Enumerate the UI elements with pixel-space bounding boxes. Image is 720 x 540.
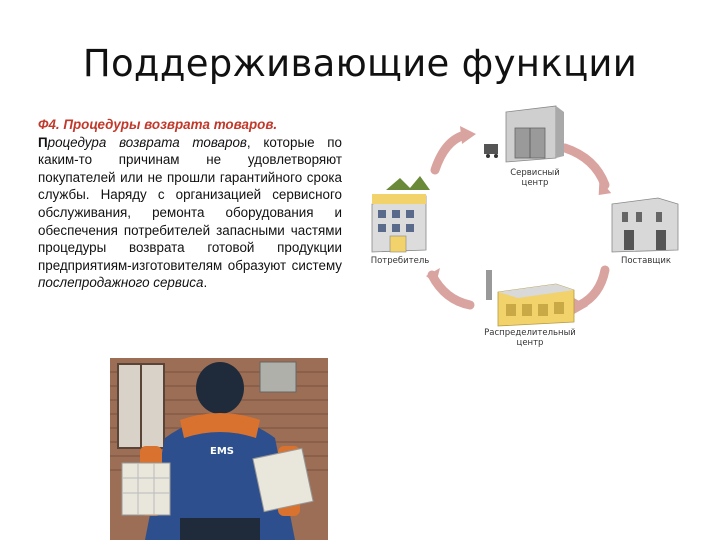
arrow-supplier-to-distribution [575, 265, 610, 310]
slide-title: Поддерживающие функции [82, 42, 638, 85]
supplier-building [611, 197, 679, 253]
service-center-building [484, 105, 564, 163]
body-text: Ф4. Процедуры возврата товаров. Процедур… [38, 116, 342, 292]
paragraph-term: роцедура возврата товаров [47, 134, 247, 150]
paragraph-initial: П [38, 134, 48, 150]
return-cycle-diagram: Сервисный центр Потребитель Поставщик Ра… [360, 100, 700, 360]
distribution-center-building [486, 270, 575, 327]
label-supplier: Поставщик [620, 256, 672, 266]
label-distribution-center: Распределительный центр [484, 328, 576, 348]
arrow-distribution-to-consumer [427, 270, 475, 310]
section-heading: Ф4. Процедуры возврата товаров. [38, 117, 278, 132]
paragraph-term-aftersales: послепродажного сервиса [38, 275, 204, 291]
arrow-consumer-to-service [430, 130, 470, 175]
arrow-service-to-supplier [560, 143, 610, 190]
paragraph-text: , которые по каким-то причинам не удовле… [38, 134, 342, 273]
label-consumer: Потребитель [370, 256, 430, 266]
courier-photo-illustration: EMS [110, 358, 328, 540]
courier-photo: EMS [110, 358, 328, 540]
consumer-building [371, 176, 430, 253]
label-service-center: Сервисный центр [510, 168, 560, 188]
paragraph-end: . [203, 275, 208, 291]
jacket-logo: EMS [210, 446, 234, 457]
